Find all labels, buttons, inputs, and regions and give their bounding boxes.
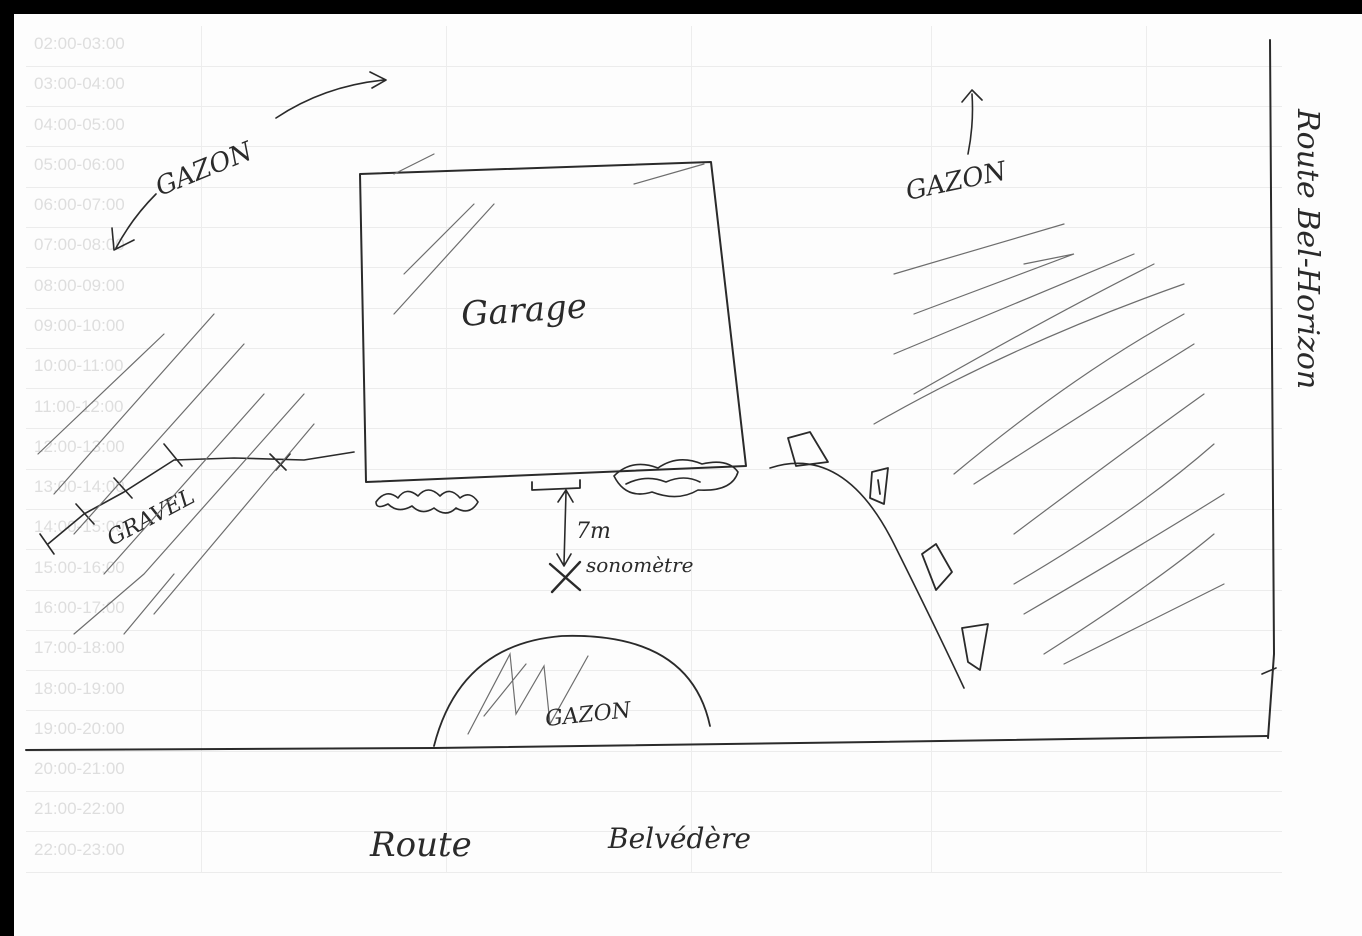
gravel-label: GRAVEL (103, 484, 199, 551)
road-bottom-label-1: Route (369, 825, 472, 865)
rock-1 (788, 432, 828, 466)
sound-meter-label: sonomètre (586, 553, 693, 577)
distance-label: 7m (576, 519, 611, 544)
sound-meter-mark (550, 562, 580, 592)
rock-2 (870, 468, 888, 504)
lawn-top-left-arrow-up (276, 72, 386, 118)
road-right-label: Route Bel-Horizon (1290, 108, 1325, 389)
lawn-top-left-label: GAZON (151, 136, 258, 202)
driveway-curve (770, 463, 964, 688)
garage-label: Garage (460, 286, 588, 335)
rock-4 (962, 624, 988, 670)
road-right-edge (1268, 40, 1274, 738)
lawn-right-hatching (874, 224, 1224, 664)
lawn-top-left-arrow-down (112, 194, 156, 250)
distance-arrow (557, 490, 573, 566)
gravel-fence-line (40, 444, 354, 554)
road-bottom-edge (26, 736, 1268, 750)
lawn-top-right-arrow (962, 90, 982, 154)
rock-3 (922, 544, 952, 590)
hedge-left (376, 490, 478, 513)
hedge-right-inner (626, 478, 700, 484)
site-sketch: Garage 7m sonomètre Route Bel-Horizon Ro… (14, 14, 1362, 936)
road-right-tick (1262, 668, 1276, 674)
road-bottom-label-2: Belvédère (607, 822, 751, 855)
garage-door (532, 480, 580, 490)
lawn-bottom-label: GAZON (544, 698, 633, 732)
lawn-top-right-label: GAZON (903, 156, 1010, 207)
gravel-hatching (38, 314, 314, 634)
lawn-bottom-outline (434, 636, 710, 746)
